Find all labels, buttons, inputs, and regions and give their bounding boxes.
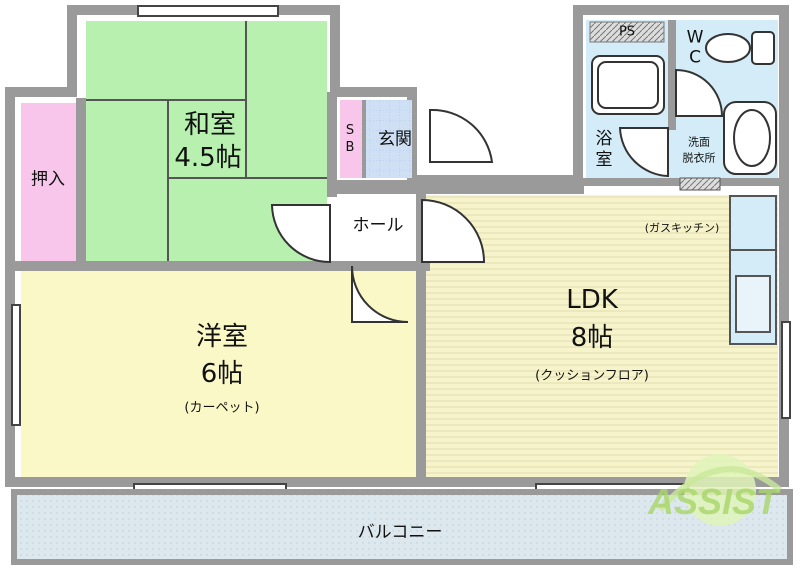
bath-label: 浴 室 [595, 128, 613, 170]
hall-label: ホール [352, 215, 404, 236]
ps-box [589, 21, 665, 43]
kitchen-counter [729, 195, 777, 345]
wc-label: W C [686, 27, 704, 67]
yoshitsu-size: 6帖 [200, 359, 244, 389]
senmen-label-1: 洗面 [688, 135, 710, 149]
hall-area [330, 195, 420, 265]
sb-label: S B [345, 123, 355, 155]
balcony-label: バルコニー [357, 522, 443, 543]
washitsu-size: 4.5帖 [174, 143, 242, 173]
door-swings [270, 68, 724, 323]
washbasin-fixture [723, 101, 777, 175]
bathtub-fixture [591, 55, 665, 115]
ldk-size: 8帖 [570, 323, 614, 353]
ps-label: PS [618, 24, 636, 40]
oshiire-area [21, 103, 76, 261]
balcony-area [11, 489, 793, 565]
yoshitsu-label: 洋室 [195, 322, 249, 352]
ldk-floor: (クッションフロア) [535, 368, 649, 384]
oshiire-label: 押入 [31, 169, 65, 190]
toilet-fixture [705, 31, 775, 65]
logo-text: ASSIST [647, 481, 781, 522]
kitchen-label: (ガスキッチン) [644, 221, 720, 235]
yoshitsu-floor: (カーペット) [184, 400, 260, 416]
vent-grille [679, 177, 721, 191]
ldk-label: LDK [566, 285, 618, 315]
yoshitsu-area [21, 271, 416, 477]
sb-area [340, 100, 362, 178]
assist-logo: ASSIST [640, 450, 790, 530]
genkan-tile [366, 100, 412, 178]
ldk-area [426, 195, 778, 477]
tatami-lines [86, 21, 327, 261]
genkan-label: 玄関 [378, 129, 412, 150]
washitsu-label: 和室 [183, 110, 237, 140]
senmen-label-2: 脱衣所 [682, 151, 716, 165]
